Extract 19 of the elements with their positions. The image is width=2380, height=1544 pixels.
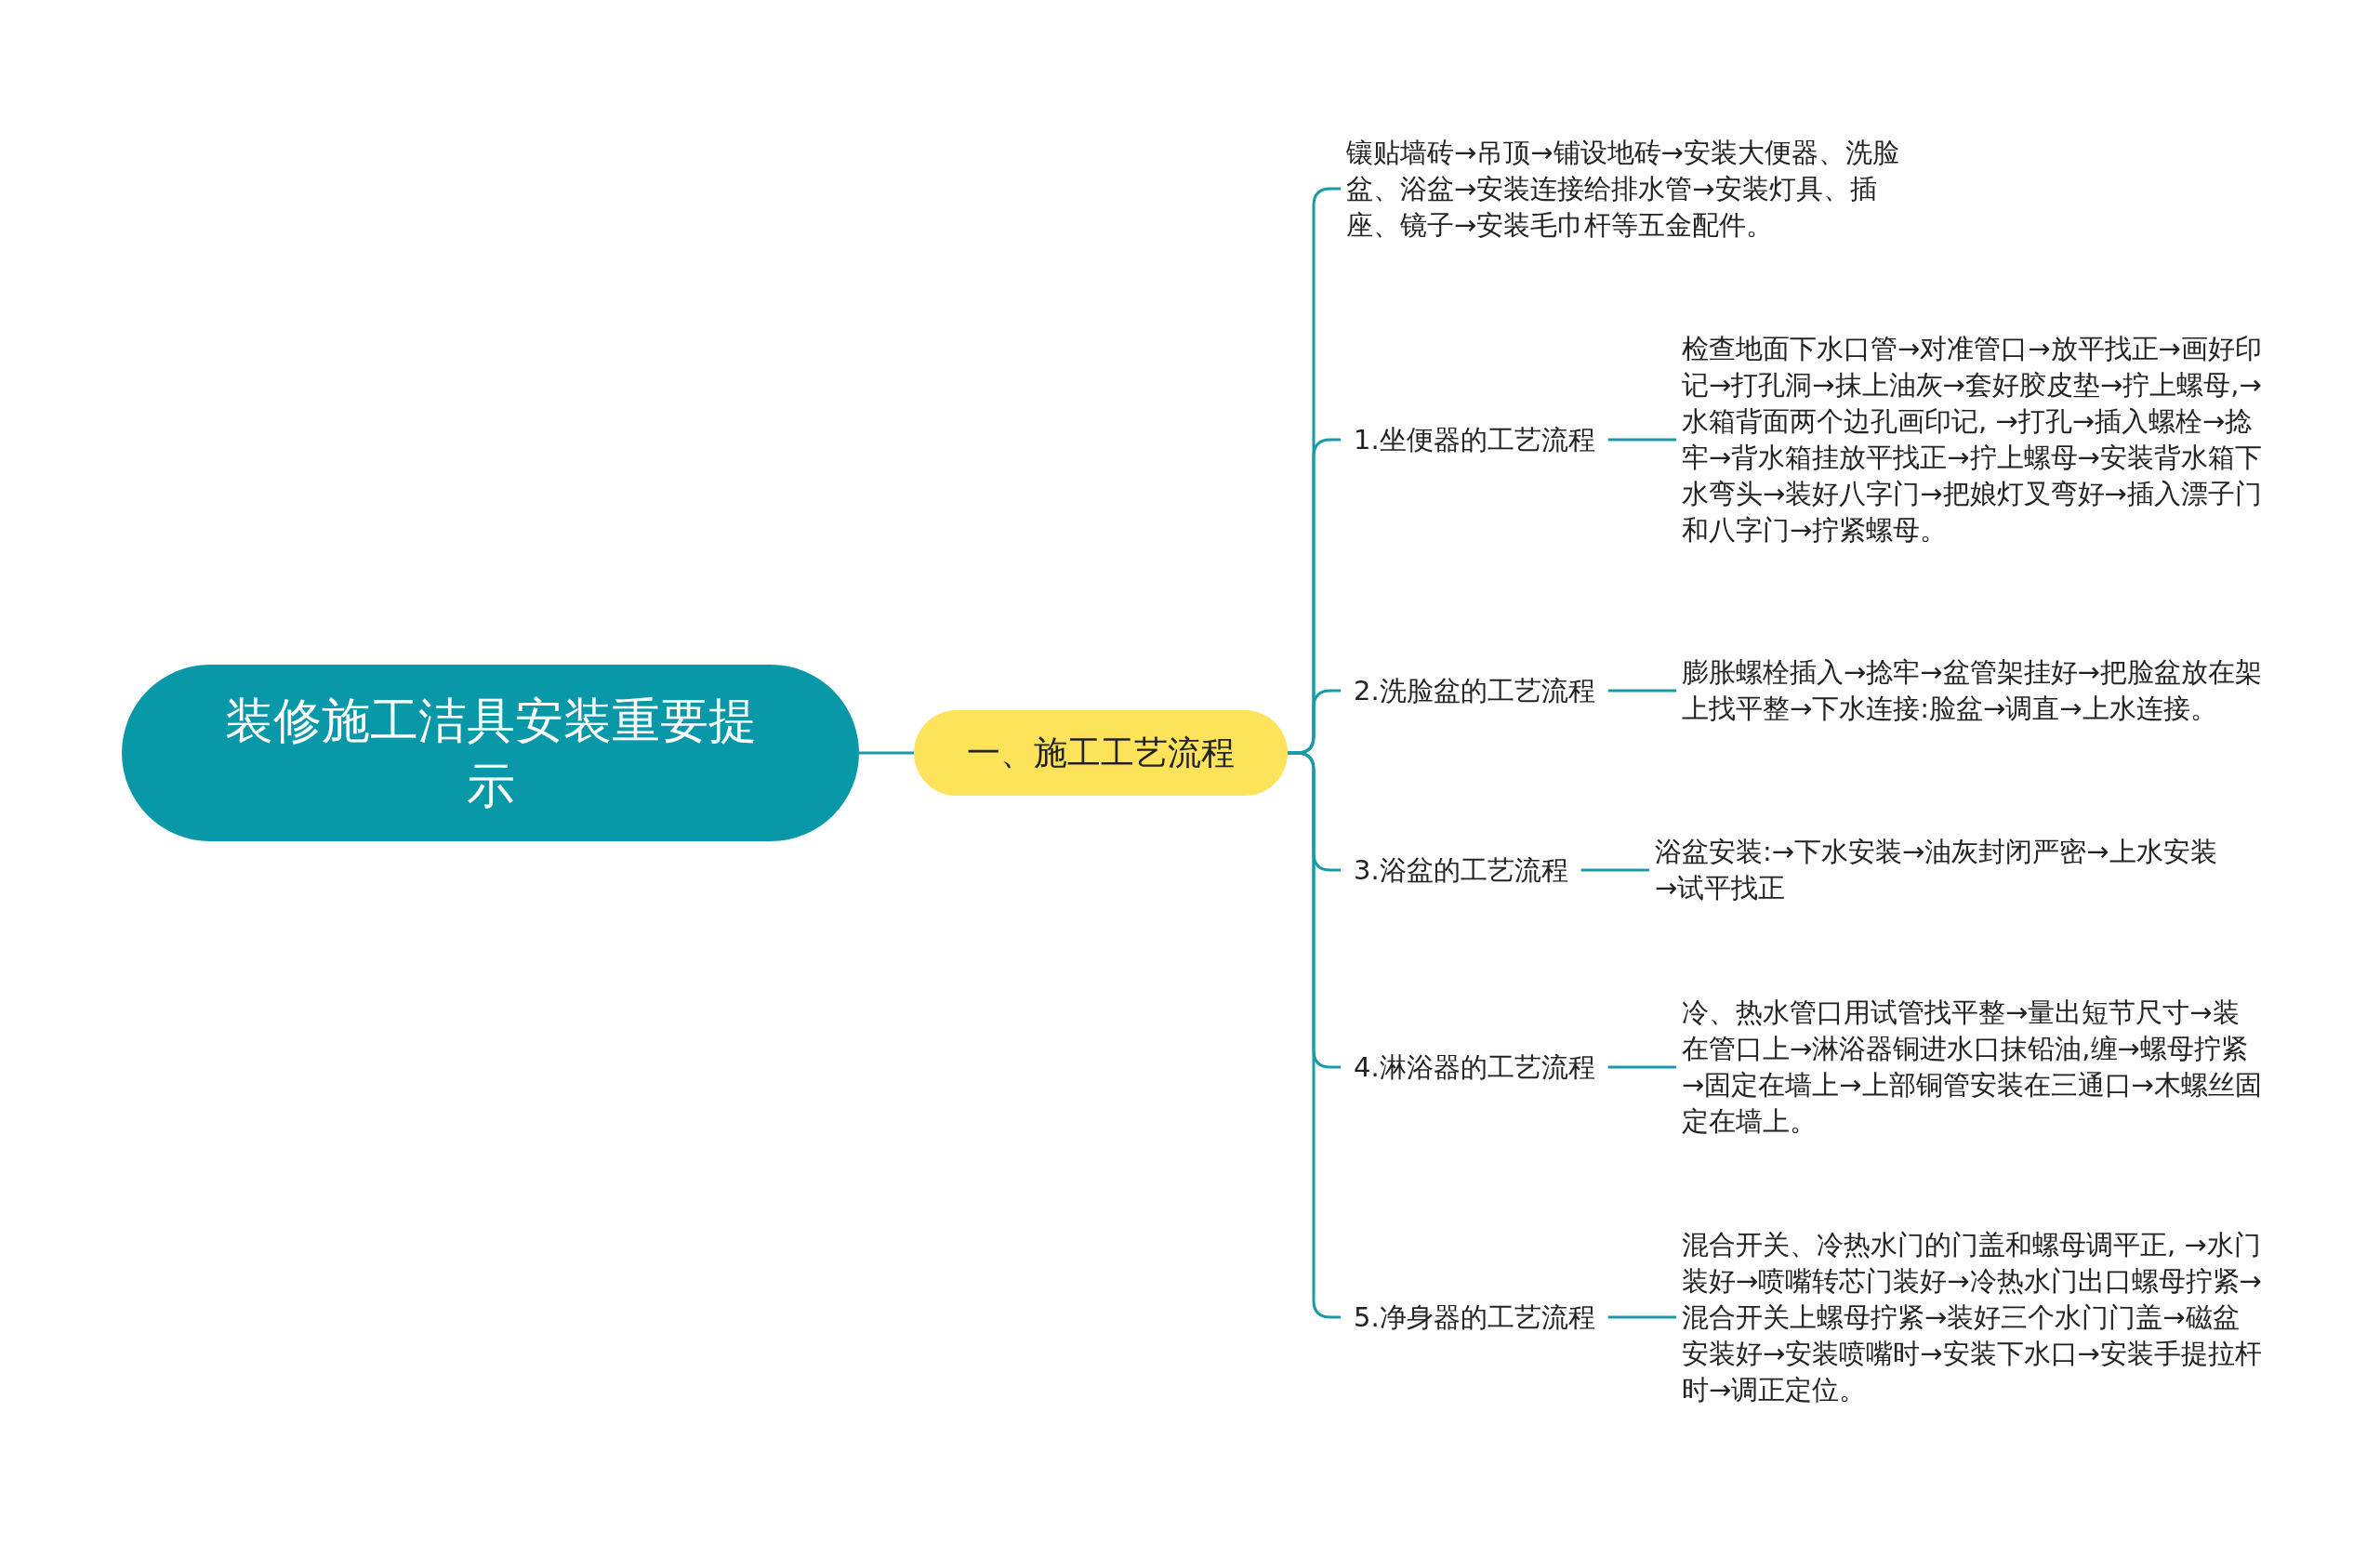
subtopic-label: 4.淋浴器的工艺流程 — [1354, 1050, 1595, 1083]
subtopic-label: 5.净身器的工艺流程 — [1354, 1300, 1595, 1333]
connector-line — [1607, 438, 1676, 442]
subtopic-label: 1.坐便器的工艺流程 — [1354, 423, 1595, 455]
topic-title: 装修施工洁具安装重要提示 — [224, 692, 757, 815]
step-text: 冷、热水管口用试管找平整→量出短节尺寸→装在管口上→淋浴器铜进水口抹铅油,缠→螺母拧紧→固定在墙上→上部铜管安装在三通口→木螺丝固定在墙上。 — [1682, 996, 2262, 1137]
step-text: 镶贴墙砖→吊顶→铺设地砖→安装大便器、洗脸盆、浴盆→安装连接给排水管→安装灯具、插座、镜子→安装毛巾杆等五金配件。 — [1346, 136, 1899, 241]
connector-line — [859, 751, 914, 755]
step-text: 膨胀螺栓插入→捻牢→盆管架挂好→把脸盆放在架上找平整→下水连接:脸盆→调直→上水连接。 — [1682, 656, 2262, 724]
connector-line — [1607, 689, 1676, 693]
step-text: 浴盆安装:→下水安装→油灰封闭严密→上水安装→试平找正 — [1655, 836, 2217, 904]
subtopic-label: 3.浴盆的工艺流程 — [1354, 853, 1568, 886]
connector-line — [1607, 1315, 1676, 1319]
branch-title: 一、施工工艺流程 — [967, 732, 1235, 773]
connector-line — [1607, 1065, 1676, 1069]
step-text: 检查地面下水口管→对准管口→放平找正→画好印记→打孔洞→抹上油灰→套好胶皮垫→拧上螺母,→水箱背面两个边孔画印记, →打孔→插入螺栓→捻牢→背水箱挂放平找正→拧上螺母→安装背水箱下水弯头→装好八字门→把娘灯叉弯好→插入漂子门和八字门→拧紧螺母。 — [1682, 333, 2262, 546]
subtopic-label: 2.洗脸盆的工艺流程 — [1354, 674, 1595, 706]
connector-line — [1580, 868, 1649, 872]
step-text: 混合开关、冷热水门的门盖和螺母调平正, →水门装好→喷嘴转芯门装好→冷热水门出口螺母拧紧→混合开关上螺母拧紧→装好三个水门门盖→磁盆安装好→安装喷嘴时→安装下水口→安装手提拉杆时→调正定位。 — [1682, 1228, 2262, 1405]
